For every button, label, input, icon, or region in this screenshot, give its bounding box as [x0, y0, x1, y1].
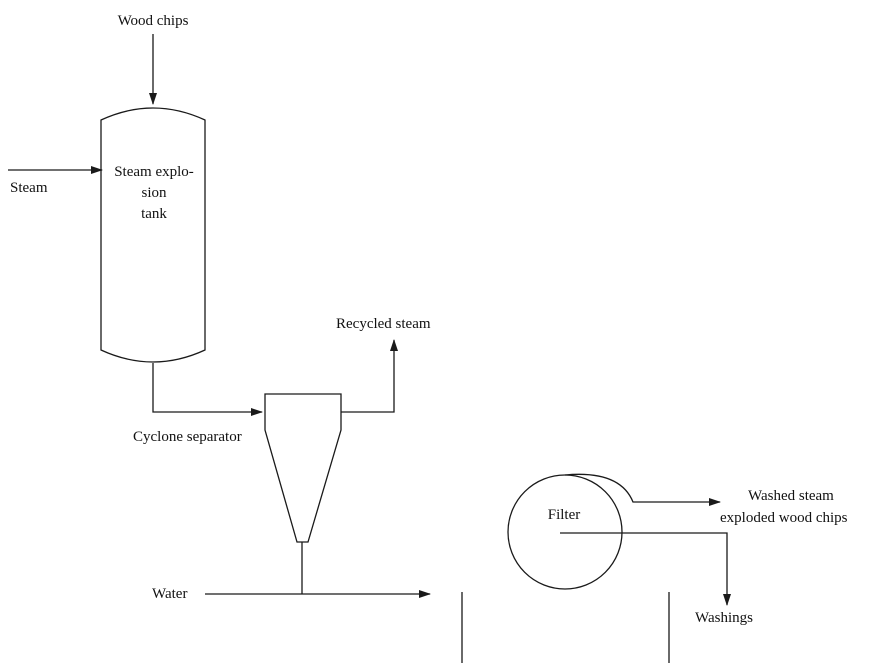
cyclone-separator [264, 393, 342, 543]
tank-to-cyclone-pipe [152, 363, 263, 416]
filter-label: Filter [548, 507, 581, 523]
washed-chips-label-line1: Washed steam [748, 488, 834, 504]
washed-chips-label-line2: exploded wood chips [720, 510, 848, 526]
washings-outlet [560, 532, 731, 606]
tank-label-line1: Steam explo- [114, 164, 194, 180]
cyclone-separator-label: Cyclone separator [133, 429, 242, 445]
water-label: Water [152, 586, 187, 602]
steam-label: Steam [10, 180, 48, 196]
tank-label-line2: sion [141, 185, 167, 201]
filter-drum [507, 474, 623, 590]
wood-chips-label: Wood chips [118, 13, 189, 29]
washings-label: Washings [695, 610, 753, 626]
tank-label-line3: tank [141, 206, 167, 222]
recycled-steam-label: Recycled steam [336, 316, 431, 332]
steam-explosion-tank [100, 107, 206, 363]
recycled-steam-pipe [341, 339, 398, 413]
washed-chips-outlet [564, 473, 721, 506]
